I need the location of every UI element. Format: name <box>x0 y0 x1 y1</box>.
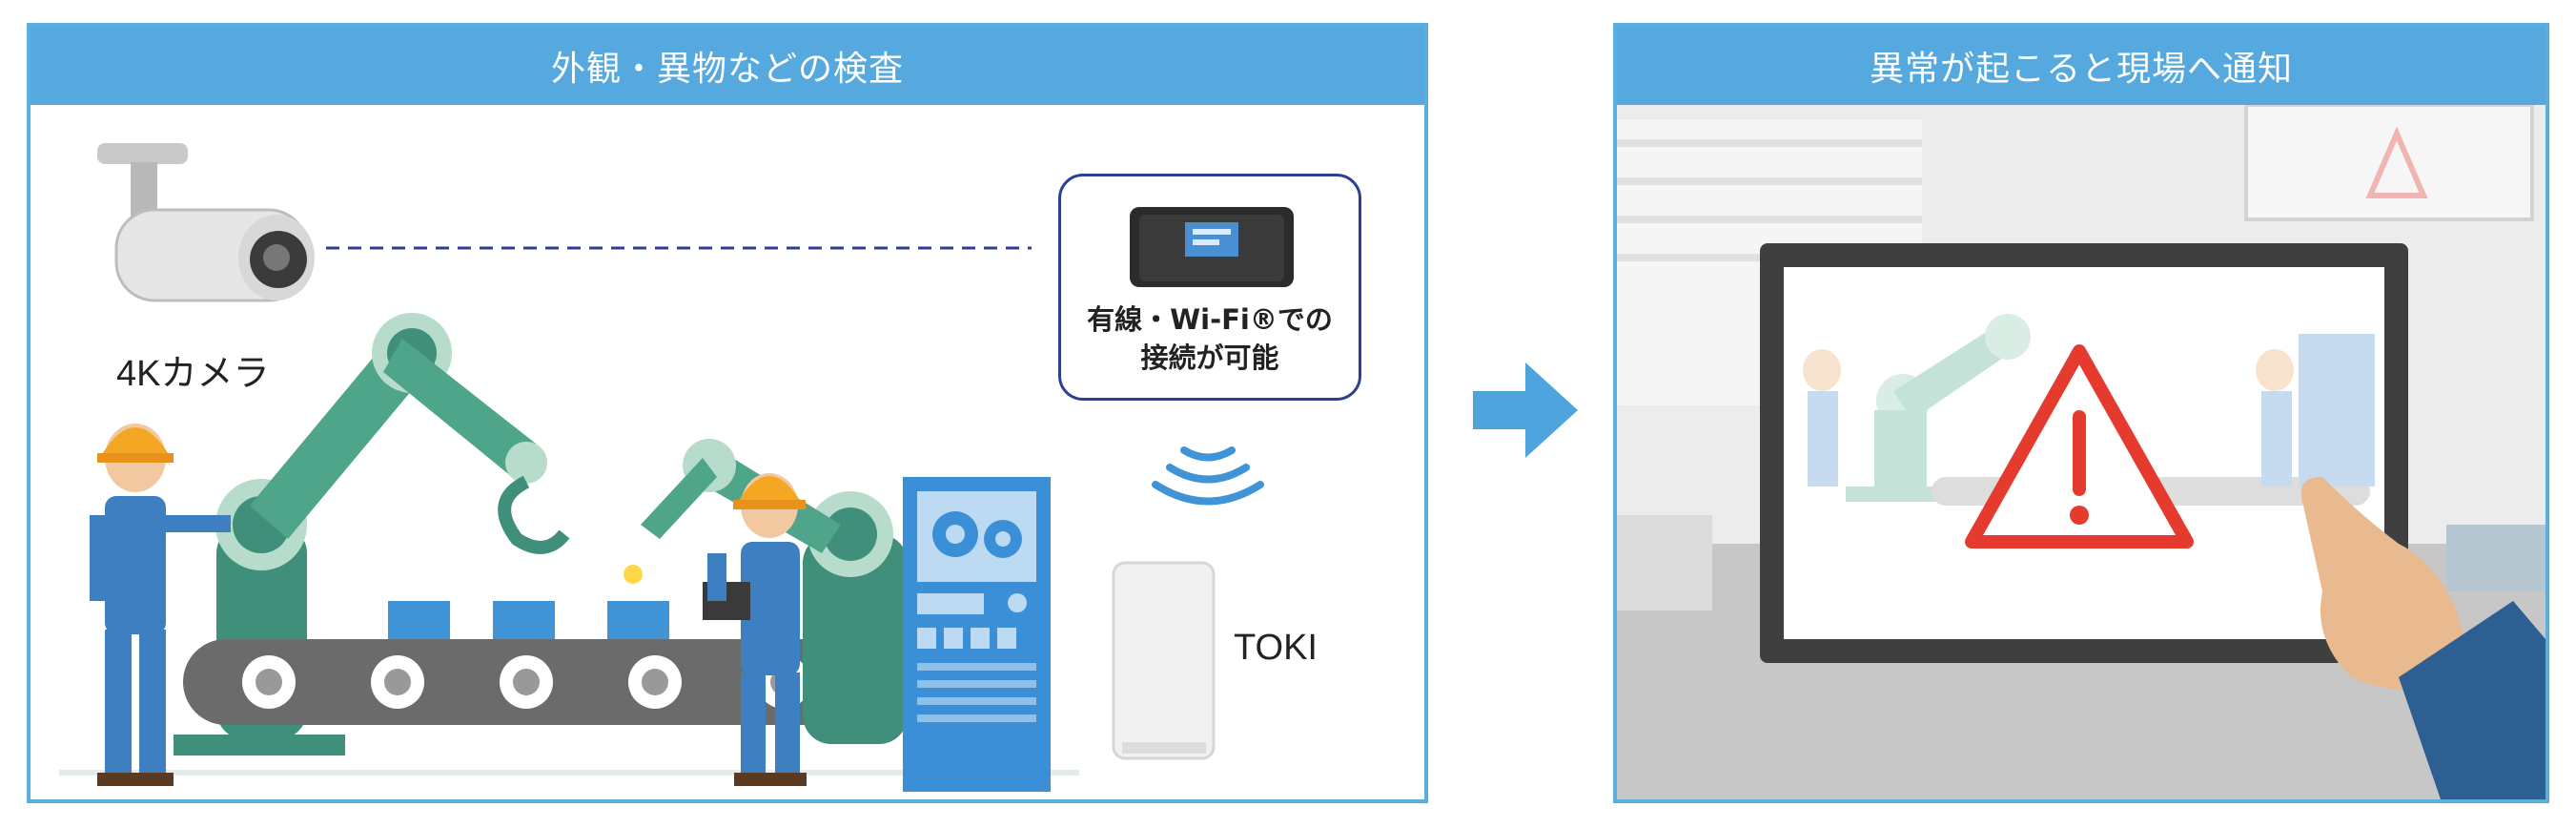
mobile-router-icon <box>1130 207 1294 287</box>
camera-icon <box>97 143 315 302</box>
tablet-icon <box>1760 243 2408 663</box>
notification-panel: 異常が起こると現場へ通知 <box>1613 23 2549 803</box>
router-text-line1: 有線・Wi-Fi®での <box>1087 303 1333 336</box>
warning-icon <box>1965 344 2194 549</box>
office-scene <box>1617 105 2545 799</box>
factory-illustration <box>59 143 1264 792</box>
alert-illustration <box>1617 105 2545 799</box>
inspection-panel-title: 外観・異物などの検査 <box>31 27 1424 105</box>
toki-device-icon <box>1112 561 1216 760</box>
factory-scene: 4Kカメラ 有線・Wi-Fi®での 接続が可能 TOKI <box>31 105 1424 799</box>
notification-panel-title: 異常が起こると現場へ通知 <box>1617 27 2545 105</box>
router-text-line2: 接続が可能 <box>1140 342 1279 374</box>
router-callout: 有線・Wi-Fi®での 接続が可能 <box>1058 174 1361 401</box>
worker-right-icon <box>703 473 807 786</box>
control-panel-icon <box>903 477 1051 792</box>
wifi-signal-icon <box>1152 446 1264 506</box>
toki-label: TOKI <box>1234 628 1318 668</box>
pointing-hand-icon <box>2300 477 2545 799</box>
inspection-panel: 外観・異物などの検査 <box>27 23 1428 803</box>
camera-label: 4Kカメラ <box>116 354 270 394</box>
robot-arm-right-icon <box>624 439 908 744</box>
arrow-right-icon <box>1473 362 1578 458</box>
worker-left-icon <box>90 424 231 786</box>
